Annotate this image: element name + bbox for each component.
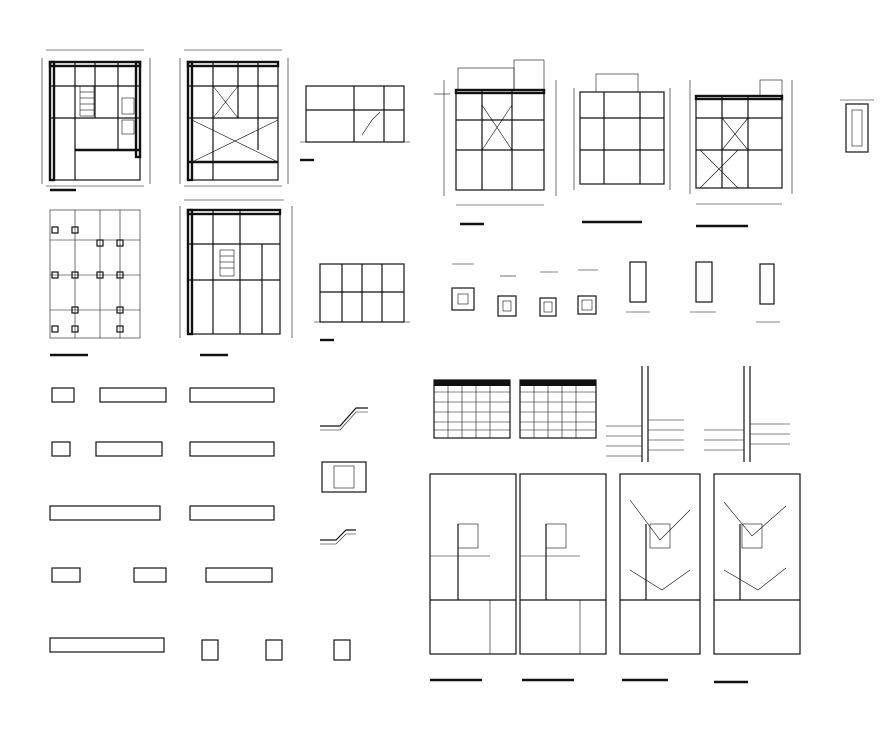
roof-plan-a (434, 59, 557, 226)
ground-floor-plan (179, 49, 289, 187)
column-section-details (626, 261, 780, 323)
riser-diagram-b (704, 366, 790, 462)
beam-details (49, 387, 351, 661)
foundation-plan (41, 49, 151, 192)
schedule-table-b (519, 379, 597, 439)
riser-diagram-a (606, 366, 684, 462)
column-detail (840, 99, 874, 153)
section-frame-a (300, 85, 410, 162)
electrical-plan-a (619, 473, 701, 682)
stair-details (320, 407, 368, 545)
column-layout-plan (49, 209, 141, 357)
schedule-table-a (433, 379, 511, 439)
roof-plan-c (689, 79, 793, 228)
first-floor-plan (179, 199, 293, 357)
electrical-plan-b (713, 473, 801, 684)
roof-plan-b (573, 73, 671, 224)
plumbing-plan-b (519, 473, 607, 682)
plumbing-plan-a (429, 473, 517, 682)
footing-details (451, 263, 598, 317)
section-frame-b (314, 263, 410, 342)
